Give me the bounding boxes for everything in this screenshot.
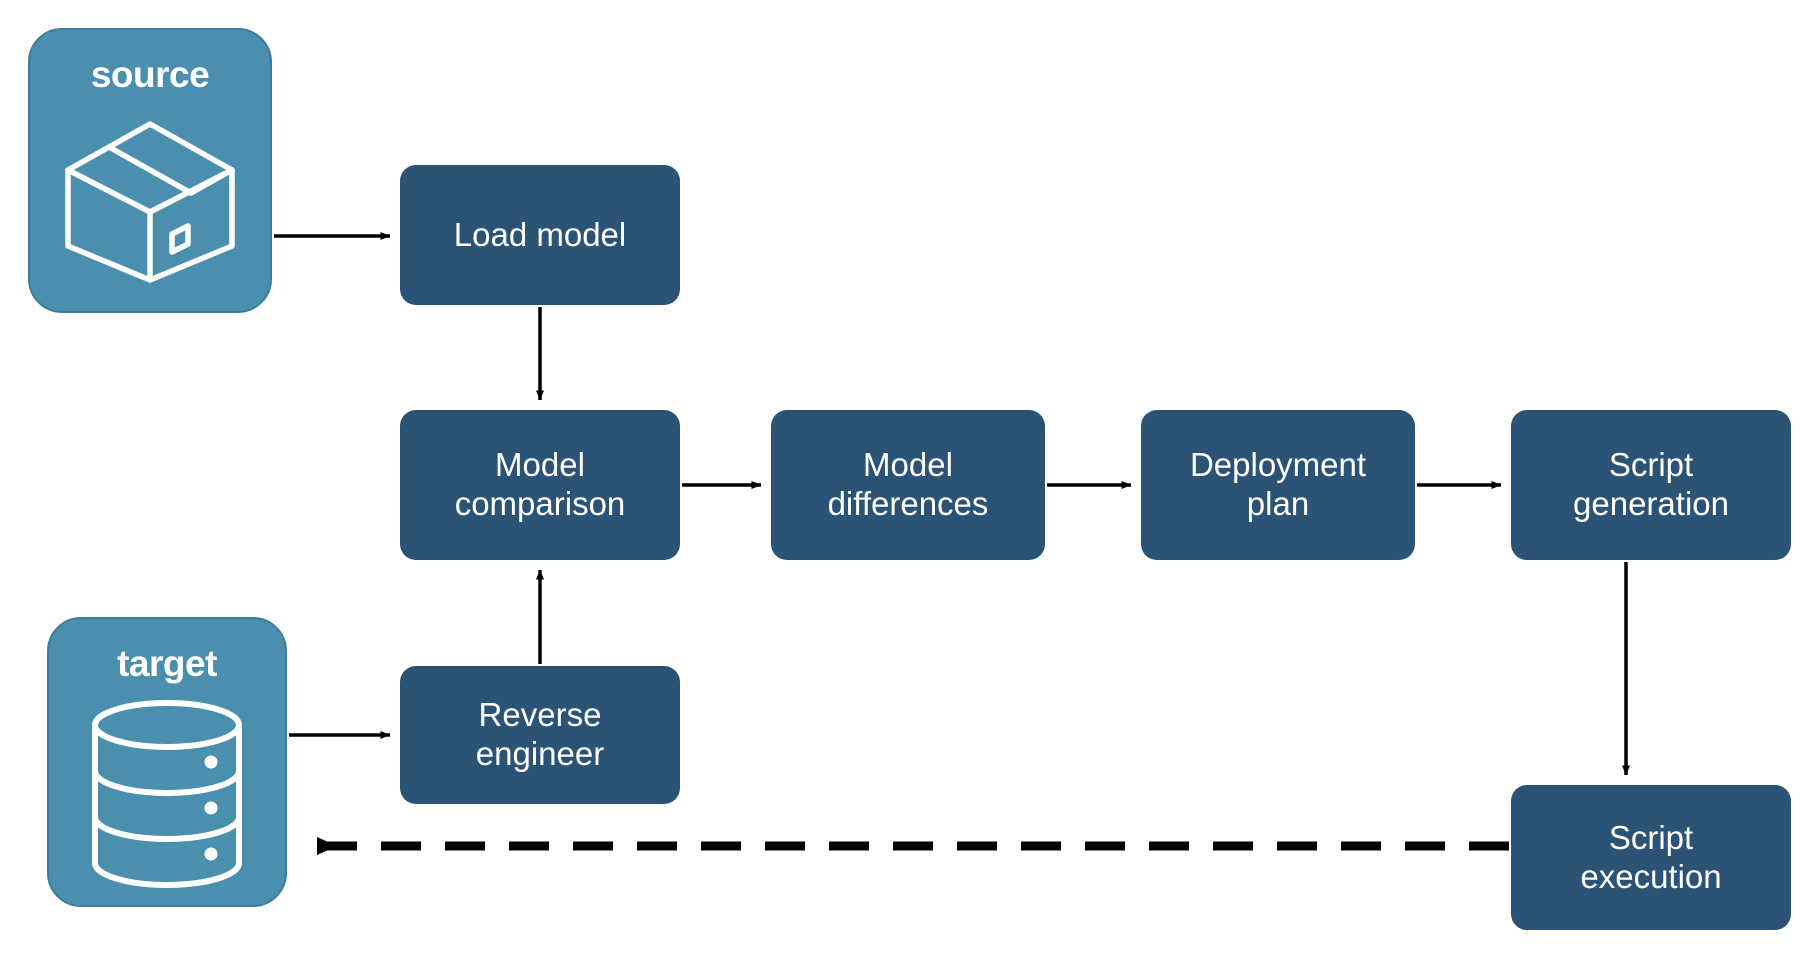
- node-load-model[interactable]: Load model: [400, 165, 680, 305]
- node-model-differences-label: Model differences: [827, 446, 989, 522]
- node-reverse-engineer[interactable]: Reverse engineer: [400, 666, 680, 804]
- node-deployment-plan[interactable]: Deployment plan: [1141, 410, 1415, 560]
- node-model-comparison[interactable]: Model comparison: [400, 410, 680, 560]
- package-box-icon: [30, 93, 270, 311]
- node-source[interactable]: source: [28, 28, 272, 313]
- node-target-label: target: [117, 643, 217, 684]
- node-script-execution[interactable]: Script execution: [1511, 785, 1791, 930]
- node-reverse-engineer-label: Reverse engineer: [475, 696, 605, 772]
- node-deployment-plan-label: Deployment plan: [1189, 446, 1367, 522]
- node-script-generation[interactable]: Script generation: [1511, 410, 1791, 560]
- node-model-differences[interactable]: Model differences: [771, 410, 1045, 560]
- node-load-model-label: Load model: [453, 215, 627, 253]
- node-script-execution-label: Script execution: [1580, 818, 1722, 895]
- node-script-generation-label: Script generation: [1573, 446, 1729, 522]
- node-source-label: source: [90, 54, 210, 95]
- database-cylinder-icon: [49, 682, 285, 905]
- node-model-comparison-label: Model comparison: [454, 446, 626, 522]
- node-target[interactable]: target: [47, 617, 287, 907]
